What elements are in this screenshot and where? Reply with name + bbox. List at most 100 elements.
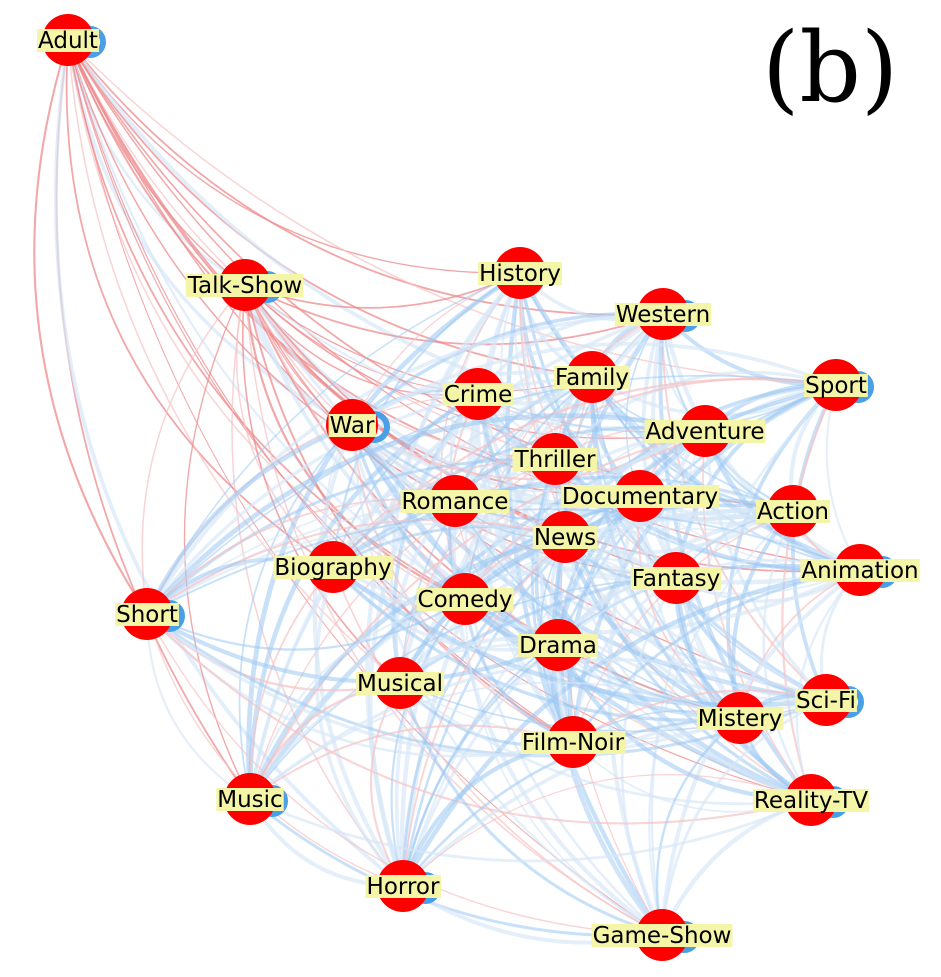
node-label-crime: Crime: [444, 382, 512, 408]
edge-animation-horror: [400, 567, 861, 888]
node-sci-fi: Sci-Fi: [795, 674, 857, 726]
node-thriller: Thriller: [512, 433, 597, 485]
node-label-bg-news: [532, 526, 598, 549]
edge-talk-show-game-show: [244, 284, 663, 936]
node-label-bg-drama: [518, 634, 598, 657]
node-romance: Romance: [400, 475, 510, 527]
edge-fantasy-short: [146, 522, 677, 615]
node-label-mistery: Mistery: [698, 706, 782, 732]
node-label-bg-musical: [356, 672, 444, 695]
node-label-biography: Biography: [274, 555, 391, 581]
node-music: Music: [216, 773, 284, 825]
edge-sci-fi-music: [248, 658, 827, 801]
node-label-film-noir: Film-Noir: [522, 730, 625, 756]
node-label-sci-fi: Sci-Fi: [796, 688, 856, 714]
edge-mistery-game-show: [655, 717, 741, 936]
node-western: Western: [614, 288, 712, 340]
edge-drama-horror: [401, 644, 559, 887]
edge-short-drama: [145, 612, 559, 684]
edge-musical-horror: [370, 682, 404, 887]
edge-adult-short: [33, 39, 148, 615]
node-label-bg-mistery: [696, 707, 784, 730]
edge-adult-game-show: [67, 39, 663, 936]
edge-short-comedy: [146, 598, 466, 651]
node-horror: Horror: [365, 860, 441, 912]
node-label-bg-talk-show: [185, 274, 304, 297]
node-family: Family: [553, 351, 631, 403]
edge-adult-horror: [54, 39, 405, 888]
node-sport: Sport: [804, 359, 868, 411]
node-label-action: Action: [757, 499, 829, 525]
node-label-bg-adventure: [644, 420, 766, 443]
node-label-bg-western: [614, 303, 712, 326]
node-label-bg-fantasy: [630, 567, 722, 590]
node-label-comedy: Comedy: [418, 587, 513, 613]
node-war: War: [326, 399, 378, 451]
node-label-bg-thriller: [512, 448, 597, 471]
edge-mistery-music: [249, 681, 741, 800]
node-mistery: Mistery: [696, 692, 784, 744]
edge-sci-fi-game-show: [660, 698, 827, 936]
edge-adventure-short: [145, 413, 706, 616]
node-documentary: Documentary: [560, 470, 720, 522]
edge-biography-horror: [314, 566, 405, 888]
edge-sport-war: [351, 342, 837, 427]
node-label-adult: Adult: [38, 28, 98, 54]
edge-adult-western: [67, 39, 664, 316]
node-label-fantasy: Fantasy: [632, 566, 721, 592]
edge-thriller-musical: [399, 458, 556, 684]
edge-biography-mistery: [331, 565, 741, 722]
node-label-family: Family: [555, 365, 629, 391]
node-label-thriller: Thriller: [514, 447, 596, 473]
node-label-music: Music: [217, 787, 282, 813]
edge-fantasy-game-show: [620, 577, 678, 936]
node-label-talk-show: Talk-Show: [187, 273, 302, 299]
edge-mistery-horror: [401, 716, 741, 887]
edge-talk-show-short: [141, 284, 246, 615]
node-label-drama: Drama: [519, 633, 597, 659]
edge-war-short: [144, 422, 353, 615]
edge-comedy-game-show: [464, 598, 663, 936]
edge-sport-animation: [825, 384, 861, 571]
node-label-documentary: Documentary: [562, 484, 718, 510]
node-animation: Animation: [800, 544, 920, 596]
edge-adventure-film-noir: [567, 429, 707, 743]
node-label-short: Short: [116, 602, 178, 628]
edge-news-short: [146, 519, 566, 615]
node-news: News: [532, 511, 598, 563]
node-label-game-show: Game-Show: [593, 923, 732, 949]
edge-adventure-sci-fi: [703, 430, 828, 702]
node-label-bg-romance: [400, 490, 510, 513]
node-short: Short: [115, 588, 179, 640]
node-label-history: History: [479, 261, 561, 287]
edge-short-music: [145, 613, 251, 800]
edge-talk-show-comedy: [243, 284, 466, 600]
node-label-bg-sci-fi: [795, 689, 857, 712]
node-film-noir: Film-Noir: [520, 716, 626, 768]
node-drama: Drama: [518, 619, 598, 671]
node-label-bg-music: [216, 788, 284, 811]
node-label-sport: Sport: [805, 373, 867, 399]
node-label-romance: Romance: [402, 489, 509, 515]
node-fantasy: Fantasy: [630, 552, 722, 604]
edge-western-mistery: [651, 313, 742, 720]
edge-family-biography: [331, 375, 593, 568]
node-label-bg-short: [115, 603, 179, 626]
node-game-show: Game-Show: [591, 909, 733, 961]
node-label-bg-film-noir: [520, 731, 626, 754]
edge-music-reality-tv: [249, 797, 812, 863]
node-label-adventure: Adventure: [646, 419, 765, 445]
node-adventure: Adventure: [644, 405, 766, 457]
node-adult: Adult: [37, 14, 99, 66]
edge-news-music: [247, 534, 566, 800]
node-label-bg-reality-tv: [752, 789, 870, 812]
edge-thriller-short: [146, 457, 556, 616]
node-label-bg-biography: [273, 556, 393, 579]
edge-war-music: [238, 424, 353, 800]
edge-news-horror: [402, 536, 566, 887]
edge-western-short: [145, 312, 664, 615]
edge-biography-game-show: [332, 566, 663, 936]
edge-talk-show-music: [183, 284, 251, 800]
node-label-bg-family: [553, 366, 631, 389]
